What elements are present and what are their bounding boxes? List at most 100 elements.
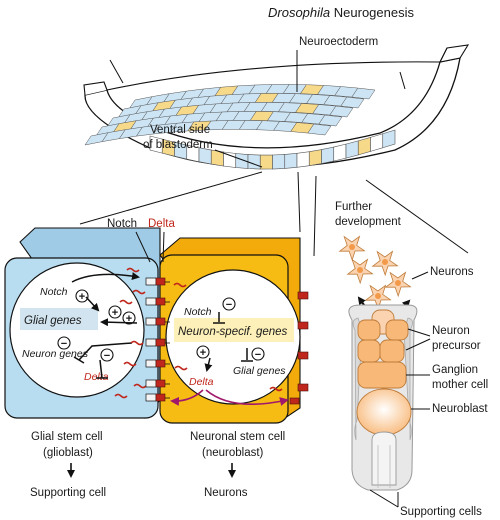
- label-supporting-cells: Supporting cells: [400, 506, 482, 518]
- svg-text:−: −: [61, 338, 67, 350]
- glial-delta-text: Delta: [84, 371, 109, 383]
- notch-receptor: [145, 359, 157, 368]
- svg-text:−: −: [104, 350, 110, 362]
- front-cell: [247, 154, 261, 170]
- delta-ligand-bottom: [289, 397, 300, 405]
- delta-wiggle: [130, 340, 144, 346]
- label-ganglion-1: Ganglion: [432, 364, 478, 376]
- glial-genes-text: Glial genes: [24, 315, 82, 327]
- glial-minus-symbol: −: [57, 336, 71, 350]
- label-neuron-precursor-2: precursor: [432, 340, 481, 352]
- notch-receptor: [145, 393, 157, 402]
- glial-delta-wiggles: [114, 267, 147, 399]
- neuroectoderm-tile: [340, 96, 365, 109]
- neuronal-fate: Neurons: [204, 487, 248, 499]
- label-delta-top: Delta: [148, 218, 175, 230]
- label-neurons-right: Neurons: [430, 266, 474, 278]
- neuronal-notch-text: Notch: [184, 306, 212, 318]
- delta-ligand-right: [297, 351, 309, 360]
- neurogenesis-column: [348, 304, 418, 491]
- neuroectoderm-tiles: [84, 84, 376, 146]
- neuronal-minus-symbol: −: [222, 297, 236, 311]
- svg-text:−: −: [226, 299, 232, 311]
- glial-fate: Supporting cell: [30, 487, 106, 499]
- glial-minus-symbol: −: [100, 348, 114, 362]
- glial-name-1: Glial stem cell: [31, 431, 103, 443]
- delta-ligand-right: [297, 321, 309, 330]
- neuroectoderm-tile: [318, 114, 343, 127]
- label-ventral-1: Ventral side: [150, 124, 210, 136]
- notch-receptor: [145, 379, 157, 388]
- delta-wiggle: [173, 282, 187, 288]
- neuronal-stem-cell: Neuron-specif. genes Notch Delta Glial g…: [159, 237, 301, 424]
- delta-ligand: [155, 297, 166, 306]
- label-neuron-precursor-1: Neuron: [432, 325, 470, 337]
- notch-receptor: [145, 338, 157, 347]
- neurons-cluster: [338, 235, 412, 311]
- delta-ligand: [155, 379, 166, 388]
- svg-text:+: +: [79, 291, 85, 303]
- delta-ligand: [155, 277, 166, 286]
- gmc-2: [379, 339, 405, 363]
- diagram-title: Drosophila Neurogenesis: [268, 5, 414, 20]
- neuroectoderm-tile: [307, 123, 332, 136]
- front-cell: [333, 143, 347, 162]
- delta-ligand-right: [297, 291, 309, 300]
- label-ventral-2: of blastoderm: [143, 139, 213, 151]
- neuron-gene-box: [174, 318, 294, 342]
- glial-plus-symbol: +: [122, 311, 136, 325]
- svg-text:+: +: [126, 313, 132, 325]
- neuroectoderm-tile: [351, 87, 376, 100]
- neuron-nucleus-dot: [375, 293, 381, 299]
- blastoderm-front-cells: [149, 129, 396, 170]
- label-further-2: development: [335, 216, 402, 228]
- delta-wiggle: [126, 267, 140, 273]
- front-cell: [382, 129, 396, 149]
- label-neuroblast: Neuroblast: [432, 403, 488, 415]
- front-cell: [345, 140, 359, 159]
- blastoderm-section: [83, 44, 470, 170]
- delta-ligand: [155, 359, 166, 368]
- delta-ligand: [155, 338, 166, 347]
- glial-neuron-genes-text: Neuron genes: [22, 348, 89, 360]
- label-further-1: Further: [335, 201, 372, 213]
- label-ganglion-2: mother cell: [432, 379, 488, 391]
- delta-wiggle: [123, 361, 137, 367]
- glial-notch-text: Notch: [40, 286, 68, 298]
- neuronal-minus-symbol: −: [251, 347, 265, 361]
- front-cell: [259, 154, 273, 170]
- neuron-nucleus-dot: [349, 244, 355, 250]
- label-notch-top: Notch: [107, 218, 137, 230]
- gmc-1: [357, 339, 381, 363]
- delta-ligand: [155, 393, 166, 402]
- glial-plus-symbol: +: [75, 289, 89, 303]
- title-rest: Neurogenesis: [330, 5, 414, 20]
- glial-name-2: (glioblast): [43, 447, 93, 459]
- neuronal-name-2: (neuroblast): [202, 447, 264, 459]
- front-cell: [321, 146, 335, 164]
- neuroblast-cell: [356, 388, 412, 436]
- notch-receptor: [145, 317, 157, 326]
- delta-wiggle: [132, 289, 146, 295]
- front-cell: [284, 152, 298, 169]
- neuron-precursor-left: [357, 319, 381, 341]
- neuronal-delta-wiggles: [173, 282, 283, 392]
- notch-delta-receptors: [145, 277, 309, 405]
- delta-ligand-right: [297, 383, 309, 392]
- neuron-nucleus-dot: [382, 259, 388, 265]
- delta-wiggle: [133, 383, 147, 389]
- delta-ligand: [155, 317, 166, 326]
- front-cell: [223, 151, 237, 168]
- neuron-nucleus-dot: [395, 280, 401, 286]
- neuron-genes-text: Neuron-specif. genes: [178, 326, 288, 338]
- front-cell: [296, 151, 310, 168]
- title-italic: Drosophila: [268, 5, 330, 20]
- svg-text:+: +: [112, 307, 118, 319]
- delta-wiggle: [174, 365, 188, 371]
- svg-text:−: −: [255, 349, 261, 361]
- neuron-nucleus-dot: [357, 267, 363, 273]
- delta-wiggle: [114, 393, 128, 399]
- glial-gene-box: [20, 308, 98, 330]
- label-neuroectoderm: Neuroectoderm: [299, 36, 378, 48]
- neuron-precursor-right: [385, 319, 409, 341]
